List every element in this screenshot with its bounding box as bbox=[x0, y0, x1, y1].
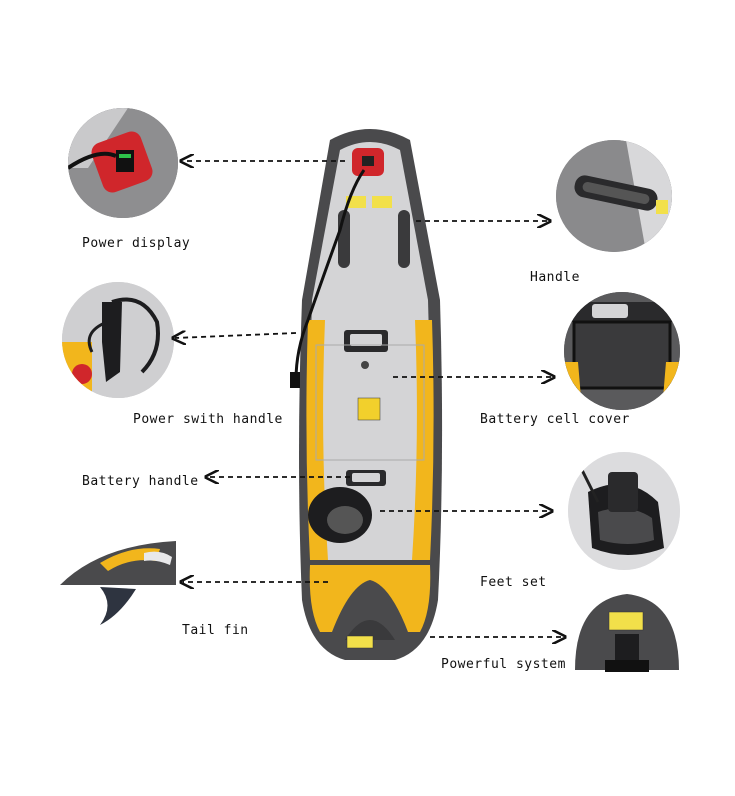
arrow-power-switch bbox=[175, 333, 297, 338]
thumb-power-switch-handle bbox=[62, 282, 174, 398]
label-powerful-system: Powerful system bbox=[441, 657, 566, 672]
label-tail-fin: Tail fin bbox=[182, 623, 249, 638]
top-sticker-right bbox=[372, 196, 392, 208]
label-feet-set: Feet set bbox=[480, 575, 547, 590]
display-screen bbox=[362, 156, 374, 166]
tail-sticker bbox=[346, 635, 374, 649]
label-battery-cell-cover: Battery cell cover bbox=[480, 412, 630, 427]
label-battery-handle: Battery handle bbox=[82, 474, 199, 489]
thumb-power-display bbox=[68, 108, 178, 218]
right-handle bbox=[398, 210, 410, 268]
thumb-powerful-system bbox=[575, 590, 679, 672]
thumb-handle bbox=[556, 140, 672, 252]
yellow-side-right bbox=[412, 320, 434, 560]
power-cable bbox=[294, 169, 366, 381]
tail-channel bbox=[345, 620, 395, 640]
label-handle: Handle bbox=[530, 270, 580, 285]
yellow-tail bbox=[309, 565, 431, 632]
thumb-battery-cell-cover bbox=[564, 292, 680, 410]
label-power-display: Power display bbox=[82, 236, 191, 251]
center-logo bbox=[357, 397, 381, 421]
thumb-feet-set bbox=[568, 452, 680, 570]
label-power-switch-handle: Power swith handle bbox=[133, 412, 283, 427]
thumb-tail-fin bbox=[60, 535, 176, 627]
